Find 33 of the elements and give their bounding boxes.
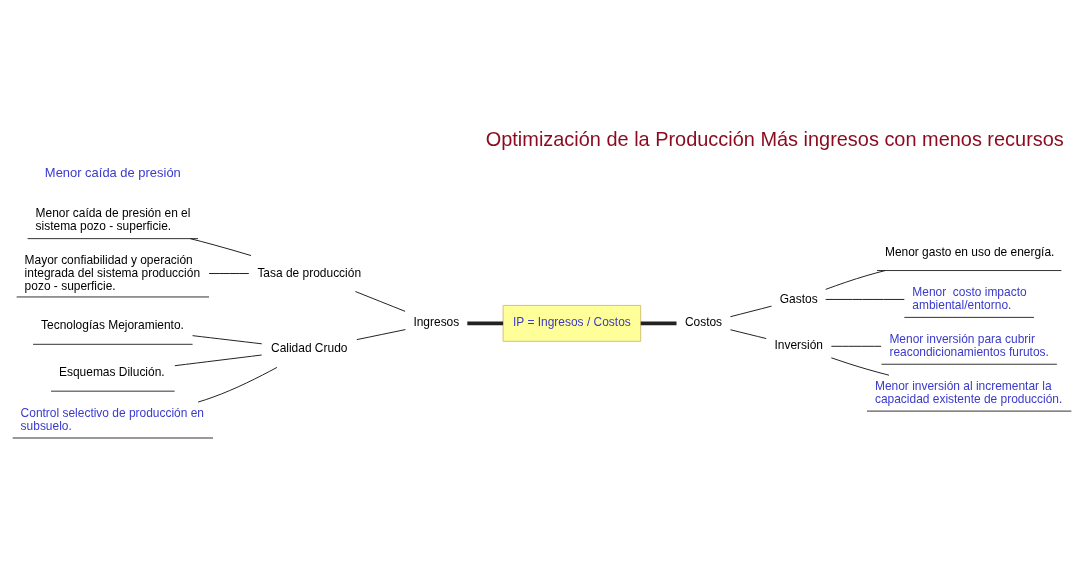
node-text: Inversión: [774, 337, 823, 352]
node-text: Menor gasto en uso de energía.: [884, 244, 1055, 259]
node-text: Calidad Crudo: [271, 340, 348, 355]
connector: [729, 328, 767, 339]
connector: [356, 328, 406, 340]
connector: [174, 354, 263, 366]
connector: [189, 237, 252, 256]
node-text: Mayor confiabilidad y operación integrada del sistema producción pozo - superficie.: [24, 252, 201, 293]
node-text: Menor costo impacto ambiental/entorno.: [912, 284, 1027, 312]
node-text: Esquemas Dilución.: [59, 364, 165, 379]
connector: [729, 305, 773, 317]
node-text: Menor caída de presión en el sistema pozo - superficie.: [35, 205, 191, 233]
node-text: Ingresos: [413, 314, 460, 329]
connector: [208, 272, 250, 274]
label: Menor caída de presión: [44, 164, 181, 180]
node-text: Costos: [684, 314, 723, 329]
connector: [830, 356, 890, 376]
node-text: Tasa de producción: [257, 265, 362, 280]
connector: [640, 320, 677, 325]
connector: [825, 269, 886, 290]
node-text: Menor inversión al incrementar la capacidad existente de producción.: [874, 378, 1063, 406]
connector: [354, 290, 406, 312]
connector: [825, 298, 905, 300]
connector: [467, 320, 504, 325]
diagram-title: Optimización de la Producción Más ingresos con menos recursos: [485, 127, 1064, 150]
connector: [192, 334, 263, 344]
node-text: Menor inversión para cubrir reacondicionamientos furutos.: [889, 331, 1049, 359]
node-text: Tecnologías Mejoramiento.: [41, 317, 184, 332]
node-text: Gastos: [779, 291, 818, 306]
connector: [830, 345, 882, 347]
node-box: IP = Ingresos / Costos: [502, 304, 642, 342]
connector: [197, 366, 278, 403]
node-text: Control selectivo de producción en subsuelo.: [20, 405, 205, 433]
